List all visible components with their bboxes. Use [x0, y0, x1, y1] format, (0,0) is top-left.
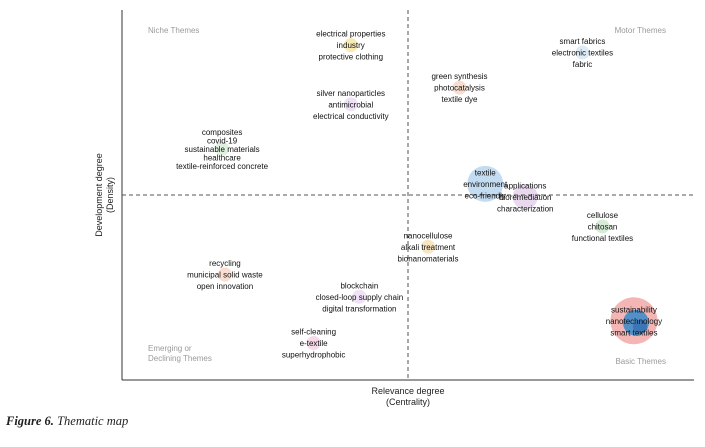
cluster-word-label: healthcare [203, 153, 241, 162]
cluster-word-label: sustainable materials [185, 145, 260, 154]
cluster-word-label: e-textile [300, 339, 329, 348]
cluster-word-label: applications [504, 181, 546, 190]
cluster-word-label: self-cleaning [291, 328, 336, 337]
cluster-word-label: textile [475, 168, 496, 177]
cluster-bubble [575, 45, 590, 60]
quadrant-label-top-right: Motor Themes [615, 26, 666, 35]
cluster-word-label: textile dye [441, 95, 478, 104]
cluster-word-label: municipal solid waste [187, 271, 263, 280]
quadrant-label-bottom-right: Basic Themes [615, 357, 666, 366]
cluster-word-label: chitosan [588, 222, 618, 231]
cluster-word-label: open innovation [197, 282, 254, 291]
figure-label: Figure 6. [6, 414, 54, 428]
x-axis-label: Relevance degree(Centrality) [371, 386, 444, 407]
cluster-bubble [343, 38, 358, 53]
figure-title: Thematic map [57, 414, 129, 428]
cluster-word-label: smart fabrics [560, 37, 606, 46]
cluster-word-label: electrical conductivity [313, 112, 389, 121]
cluster-word-label: characterization [497, 204, 553, 213]
cluster-word-label: eco-friendly [465, 191, 506, 200]
cluster-word-label: nanotechnology [606, 317, 663, 326]
cluster-word-label: green synthesis [431, 72, 487, 81]
cluster-word-label: closed-loop supply chain [316, 293, 404, 302]
cluster-bubble [467, 165, 504, 202]
cluster-word-label: nanocellulose [404, 231, 453, 240]
cluster-bubble [352, 289, 367, 304]
cluster-word-label: covid-19 [207, 136, 238, 145]
cluster-word-label: superhydrophobic [282, 351, 346, 360]
cluster-word-label: sustainability [611, 305, 657, 314]
cluster-bubble [421, 239, 436, 254]
figure-caption: Figure 6. Thematic map [6, 414, 128, 429]
cluster-word-label: environment [463, 180, 508, 189]
cluster-bubble [343, 97, 358, 112]
cluster-bubble [217, 267, 232, 282]
cluster-word-label: functional textiles [572, 234, 633, 243]
cluster-word-label: photocatalysis [434, 84, 485, 93]
quadrant-label-top-left: Niche Themes [148, 26, 199, 35]
cluster-word-label: bionanomaterials [398, 254, 459, 263]
cluster-word-label: digital transformation [322, 304, 396, 313]
y-axis-label: Development degree(Density) [94, 153, 115, 237]
cluster-word-label: composites [202, 128, 242, 137]
cluster-word-label: antimicrobial [328, 100, 373, 109]
cluster-bubble-overlay [632, 319, 647, 334]
cluster-word-label: smart textiles [610, 328, 657, 337]
cluster-word-label: recycling [209, 259, 241, 268]
cluster-word-label: electrical properties [316, 30, 385, 39]
cluster-word-label: alkali treatment [401, 243, 456, 252]
cluster-word-label: textile-reinforced concrete [176, 162, 269, 171]
cluster-word-label: protective clothing [319, 53, 383, 62]
cluster-word-label: bioremediation [499, 193, 551, 202]
cluster-word-label: cellulose [587, 211, 619, 220]
cluster-bubble [452, 80, 467, 95]
cluster-word-label: blockchain [340, 281, 378, 290]
cluster-bubble [306, 336, 321, 350]
cluster-word-label: industry [337, 41, 365, 50]
cluster-bubble [512, 184, 538, 210]
cluster-word-label: electronic textiles [552, 49, 613, 58]
cluster-word-label: fabric [573, 60, 593, 69]
cluster-bubble [595, 219, 610, 234]
cluster-word-label: silver nanoparticles [317, 89, 385, 98]
cluster-bubble [215, 141, 230, 156]
